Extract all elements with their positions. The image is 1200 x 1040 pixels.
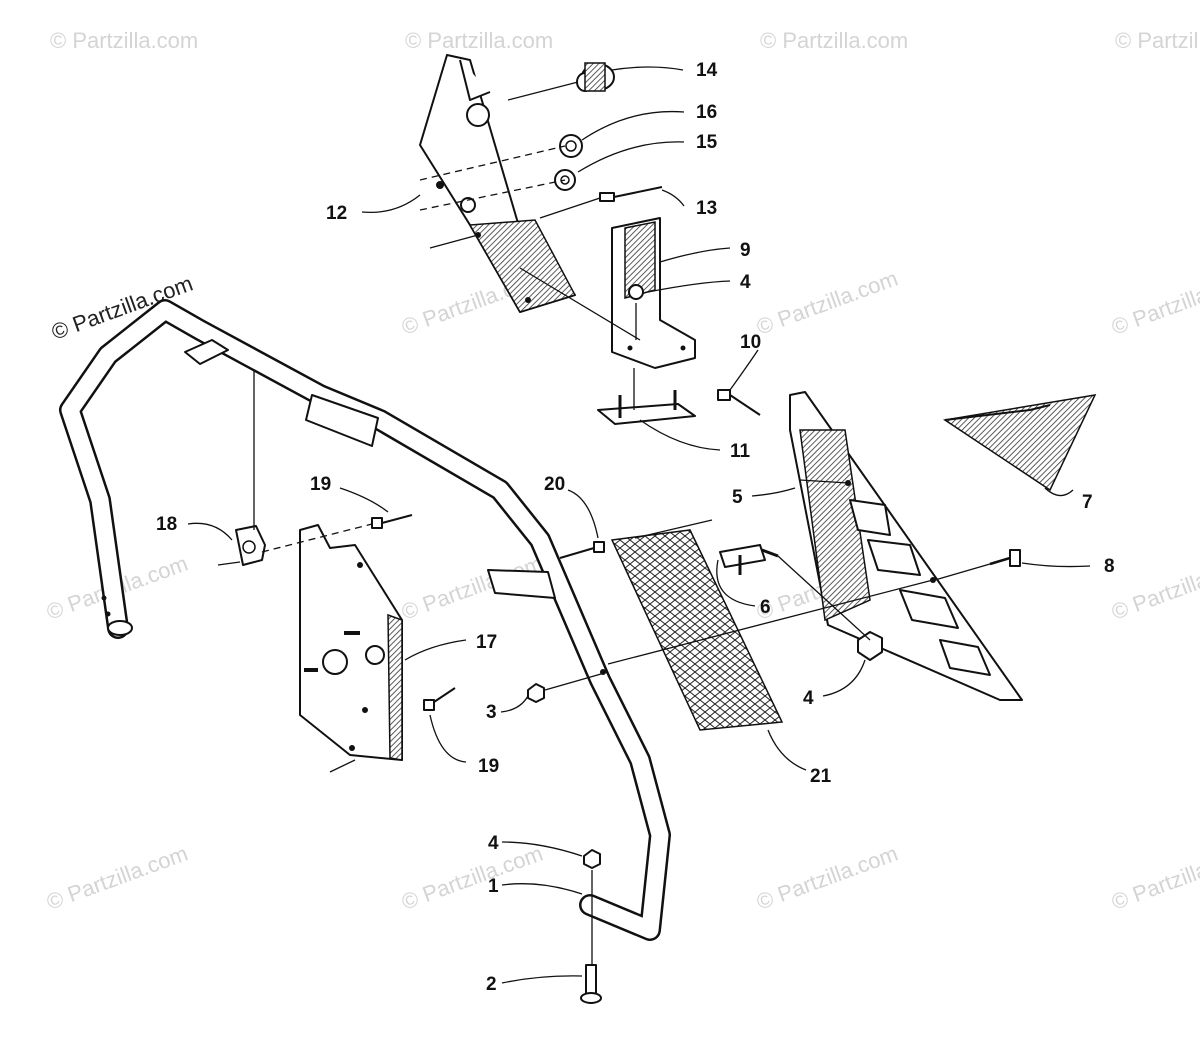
callout-6: 6 [760, 597, 771, 618]
watermark-text: © Partzilla.com [753, 266, 901, 340]
callout-13: 13 [696, 198, 717, 219]
callout-19-bottom: 19 [478, 756, 499, 777]
rivet-part-19-top [371, 514, 413, 529]
callout-12: 12 [326, 203, 347, 224]
nut-part-4-right [857, 631, 883, 661]
callout-4-bottom: 4 [488, 833, 499, 854]
callout-5: 5 [732, 487, 743, 508]
bolt-part-8 [989, 549, 1021, 567]
callout-10: 10 [740, 332, 761, 353]
callout-labels: 14 16 15 13 12 9 4 10 11 7 5 8 6 4 20 19… [156, 60, 1115, 995]
nut-part-4-bottom [583, 849, 601, 869]
callout-11: 11 [730, 441, 751, 462]
watermark-text: © Partzilla.com [753, 841, 901, 915]
bearing-part-16 [559, 134, 583, 158]
watermark-text: © Partzilla.com [1115, 28, 1200, 53]
upper-bracket-part-12 [419, 54, 577, 313]
watermark-text: © Partzilla.com [43, 841, 191, 915]
callout-9: 9 [740, 240, 751, 261]
pin-part-13 [599, 186, 663, 202]
plate-part-7 [943, 394, 1097, 492]
watermark-text: © Partzilla.com [1108, 841, 1200, 915]
watermark-text: © Partzilla.com [50, 28, 198, 53]
nut-part-3 [527, 683, 545, 703]
bushing-part-14 [576, 62, 615, 92]
side-panel-part-5 [789, 391, 1023, 701]
bumper-bar [59, 299, 671, 941]
callout-7: 7 [1082, 492, 1093, 513]
mount-bracket-part-9 [611, 217, 696, 369]
callout-3: 3 [486, 702, 497, 723]
callout-18: 18 [156, 514, 177, 535]
callout-16: 16 [696, 102, 717, 123]
watermark-text: © Partzilla.com [760, 28, 908, 53]
clamp-part-18 [235, 525, 266, 566]
callout-4-upper: 4 [740, 272, 751, 293]
watermark-text: © Partzilla.com [398, 841, 546, 915]
watermark-text: © Partzilla.com [1108, 551, 1200, 625]
rivet-part-19-bottom [423, 687, 456, 711]
watermark-text: © Partzilla.com [405, 28, 553, 53]
callout-leaders [187, 66, 1091, 984]
watermark-text: © Partzilla.com [1108, 266, 1200, 340]
callout-8: 8 [1104, 556, 1115, 577]
callout-21: 21 [810, 766, 832, 787]
mesh-screen-part-21 [610, 529, 784, 731]
bolt-part-10 [717, 389, 761, 416]
callout-20: 20 [544, 474, 565, 495]
pin-part-20 [559, 541, 605, 559]
plate-part-11 [597, 390, 696, 425]
callout-1: 1 [488, 876, 499, 897]
panel-part-17 [299, 524, 403, 761]
callout-19-top: 19 [310, 474, 331, 495]
callout-15: 15 [696, 132, 718, 153]
callout-4-right: 4 [803, 688, 814, 709]
callout-2: 2 [486, 974, 497, 995]
callout-14: 14 [696, 60, 718, 81]
callout-17: 17 [476, 632, 497, 653]
bolt-part-2 [580, 964, 602, 1004]
clip-part-6 [719, 544, 779, 575]
assembly-lines [217, 81, 991, 965]
